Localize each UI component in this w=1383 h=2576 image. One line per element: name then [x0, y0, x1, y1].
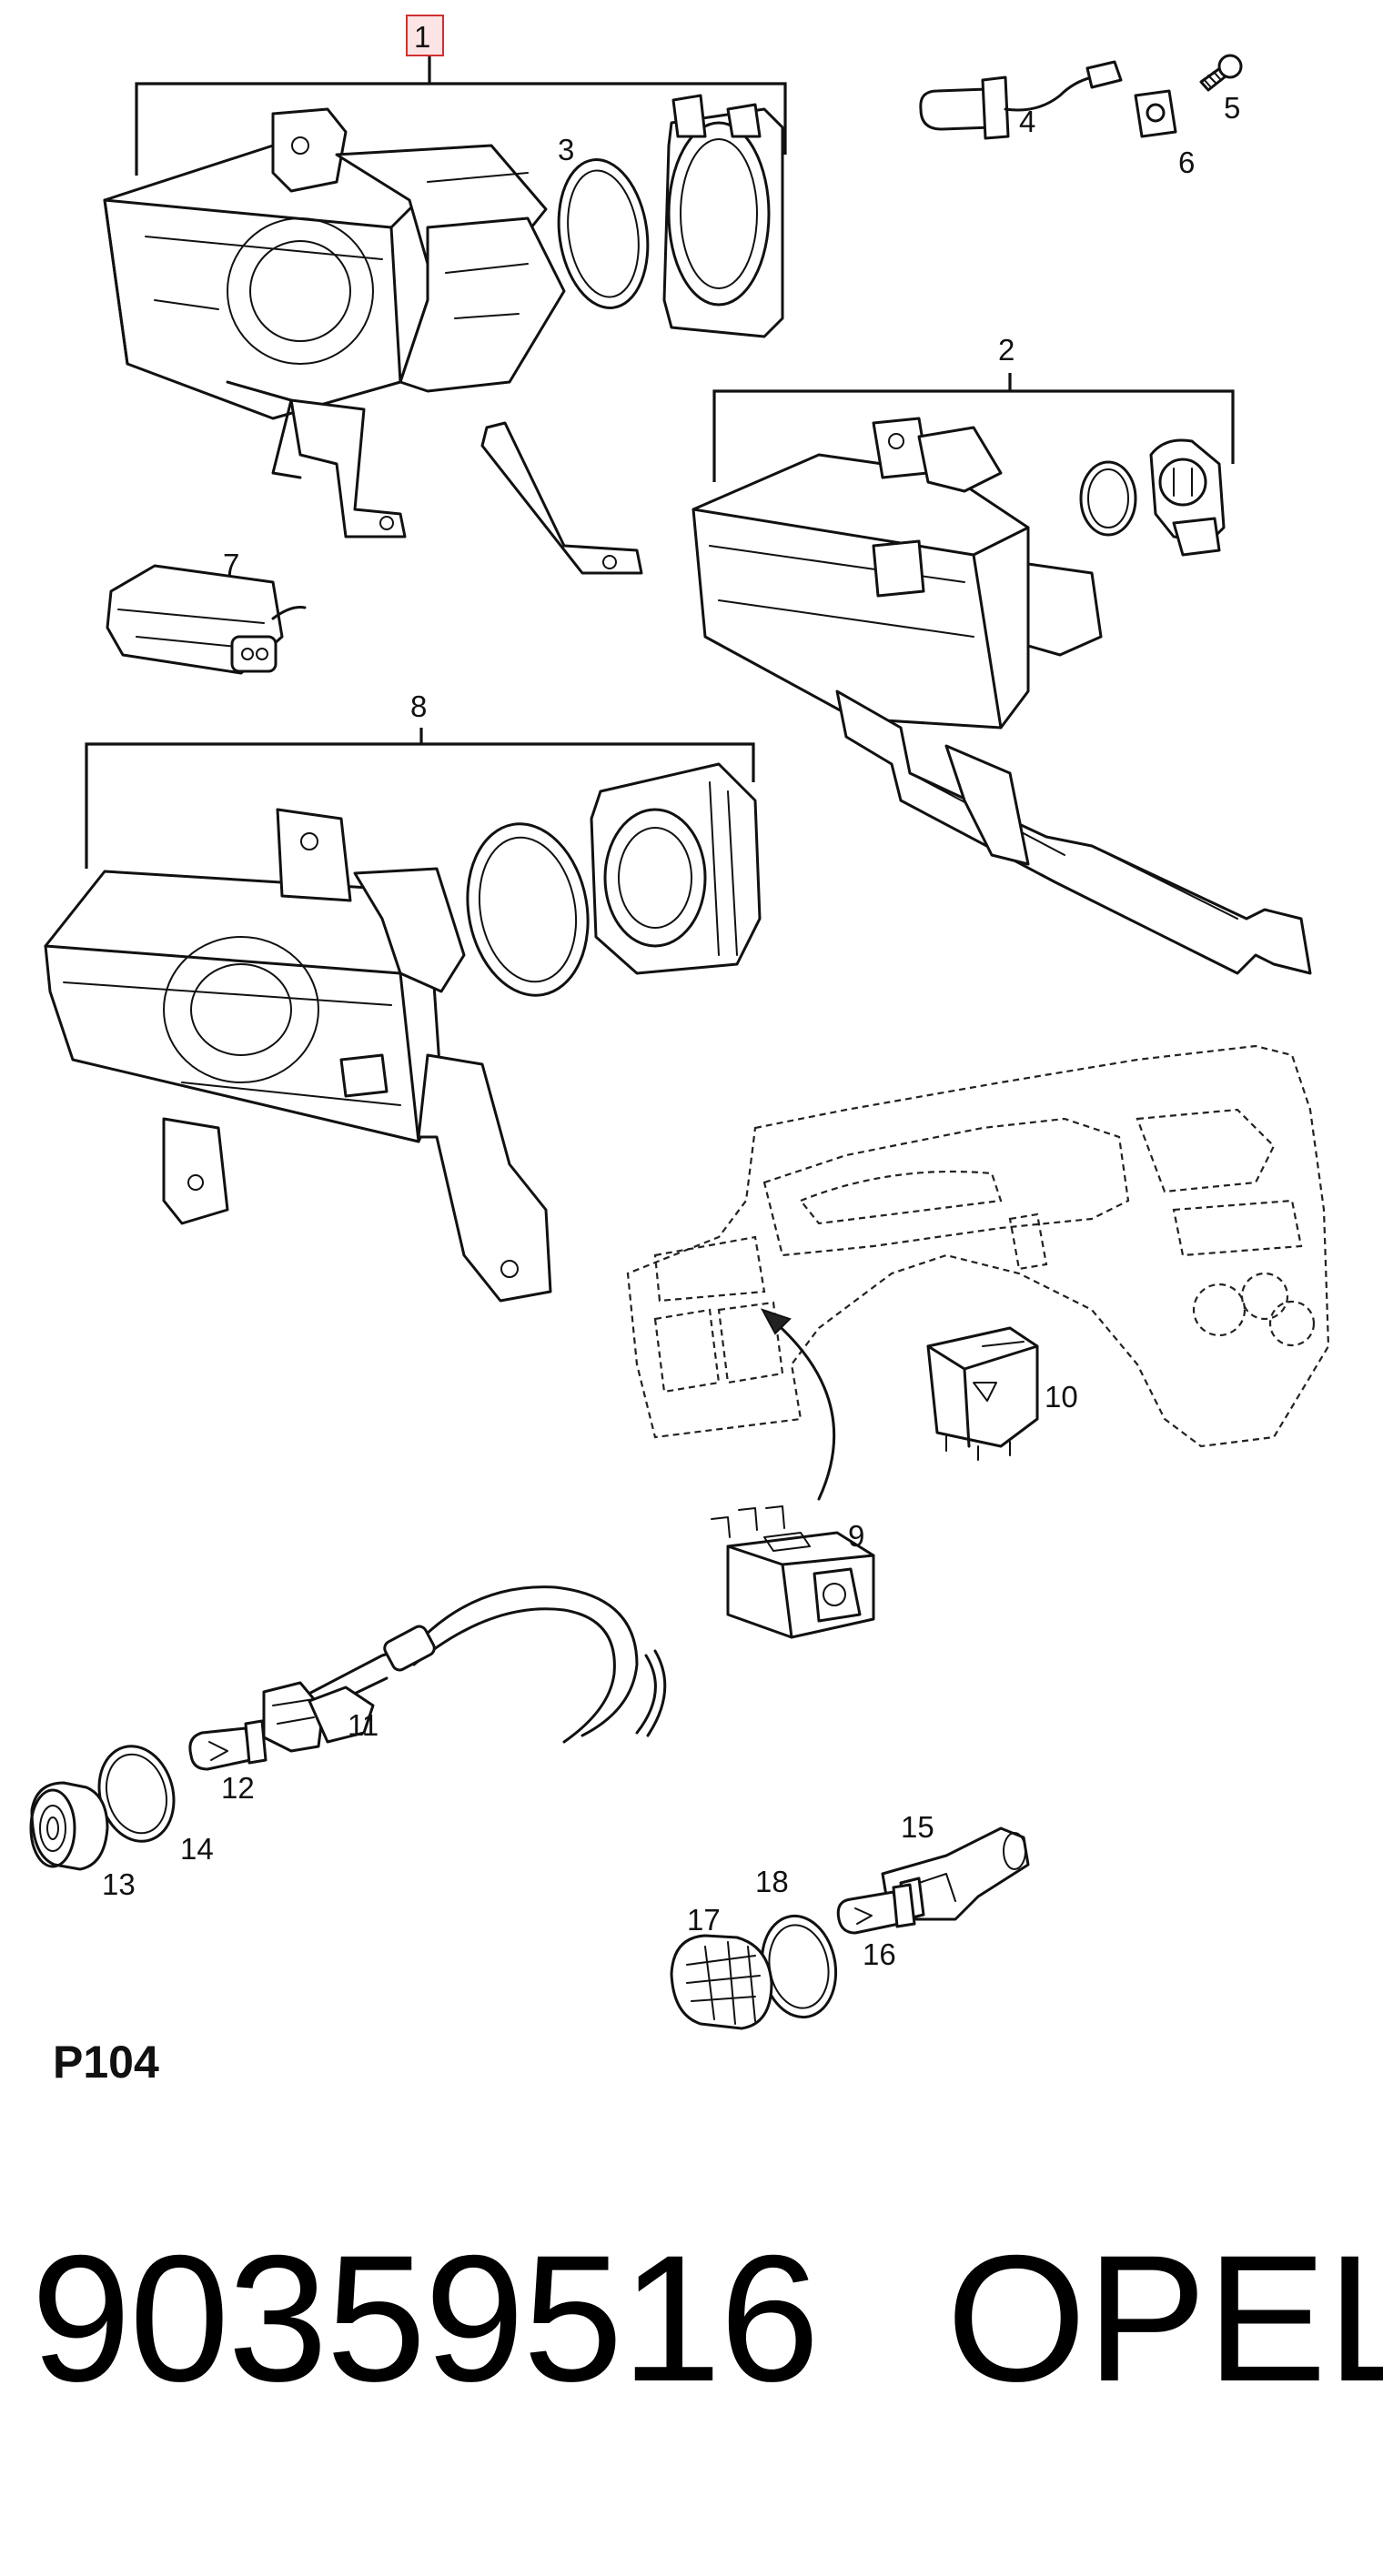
lens-cap-13[interactable]: [29, 1781, 109, 1871]
diagram-code: P104: [53, 2037, 159, 2088]
lens-cap-17[interactable]: [670, 1934, 773, 2030]
reflector-insert-lower[interactable]: [590, 762, 762, 975]
relay[interactable]: [926, 1326, 1039, 1461]
callout-1[interactable]: 1: [414, 20, 430, 54]
callout-10[interactable]: 10: [1045, 1380, 1078, 1414]
bulb-holder-right[interactable]: [1149, 438, 1226, 557]
fog-lamp-assembly-right[interactable]: [692, 373, 1312, 975]
bulb-socket-with-cable[interactable]: [262, 1585, 667, 1753]
fog-lamp-assembly-left-upper[interactable]: [103, 53, 787, 575]
screw[interactable]: [1199, 54, 1243, 92]
fog-lamp-switch[interactable]: [711, 1505, 875, 1639]
bulb-with-lead[interactable]: [919, 60, 1123, 140]
part-number: 90359516: [31, 2218, 820, 2419]
callout-11[interactable]: 11: [348, 1708, 379, 1742]
brand-name: OPEL: [946, 2218, 1383, 2419]
callout-6[interactable]: 6: [1178, 146, 1195, 179]
callout-9[interactable]: 9: [848, 1519, 864, 1553]
reflector-insert-upper[interactable]: [662, 94, 784, 338]
clip-nut[interactable]: [1134, 89, 1177, 138]
callout-12[interactable]: 12: [221, 1771, 255, 1805]
callout-15[interactable]: 15: [901, 1810, 934, 1844]
callout-3[interactable]: 3: [558, 133, 574, 166]
wiring-connector[interactable]: [106, 564, 307, 675]
callout-14[interactable]: 14: [180, 1832, 214, 1866]
gasket-ring-upper[interactable]: [550, 154, 657, 314]
callout-8[interactable]: 8: [410, 689, 427, 723]
callout-2[interactable]: 2: [998, 333, 1015, 367]
callout-16[interactable]: 16: [863, 1937, 896, 1971]
fog-lamp-assembly-left-lower[interactable]: [44, 728, 755, 1303]
callout-4[interactable]: 4: [1019, 105, 1035, 138]
small-bulb-12[interactable]: [188, 1719, 268, 1771]
gasket-ring-lower[interactable]: [454, 814, 601, 1005]
location-arrow: [760, 1308, 836, 1501]
callout-13[interactable]: 13: [102, 1867, 136, 1901]
gasket-ring-right[interactable]: [1079, 460, 1137, 537]
callout-7[interactable]: 7: [223, 548, 239, 581]
highlight-box-1: [406, 15, 444, 56]
small-bulb-16[interactable]: [836, 1883, 916, 1935]
callout-17[interactable]: 17: [687, 1903, 721, 1937]
callout-18[interactable]: 18: [755, 1865, 789, 1898]
dashboard-reference: [626, 1044, 1330, 1448]
callout-5[interactable]: 5: [1224, 91, 1240, 125]
